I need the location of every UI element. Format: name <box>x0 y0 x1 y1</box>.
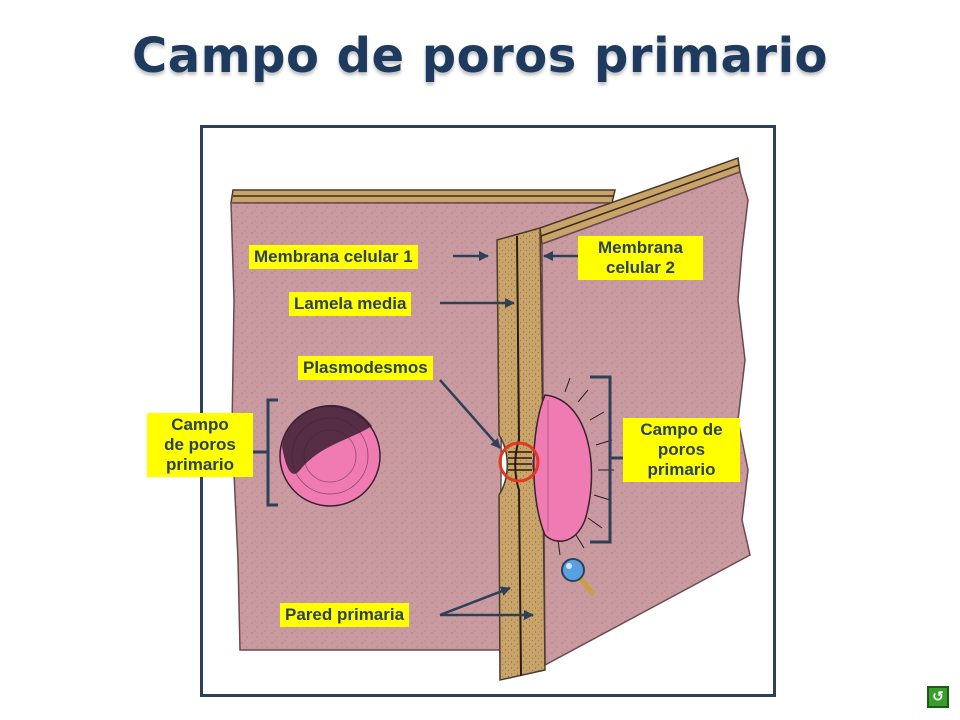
pit-field-right <box>533 377 614 556</box>
plasmodesmata <box>508 451 532 471</box>
label-membrana-celular-1: Membrana celular 1 <box>249 245 418 269</box>
diagram-frame <box>200 125 776 697</box>
pit-field-left <box>279 404 381 507</box>
label-plasmodesmos: Plasmodesmos <box>298 356 433 380</box>
label-lamela-media: Lamela media <box>289 292 412 316</box>
arrow-pared-1 <box>439 586 511 617</box>
label-campo-poros-right: Campo de poros primario <box>623 418 740 482</box>
label-campo-poros-left: Campo de poros primario <box>147 413 253 477</box>
label-membrana-celular-2: Membrana celular 2 <box>578 236 703 280</box>
magnifier-icon[interactable] <box>561 558 595 596</box>
page-title: Campo de poros primario <box>131 28 829 84</box>
return-icon[interactable]: ↺ <box>927 686 949 708</box>
label-pared-primaria: Pared primaria <box>280 603 410 627</box>
highlight-ring <box>498 441 540 483</box>
arrow-plasmodesmos <box>439 379 501 449</box>
